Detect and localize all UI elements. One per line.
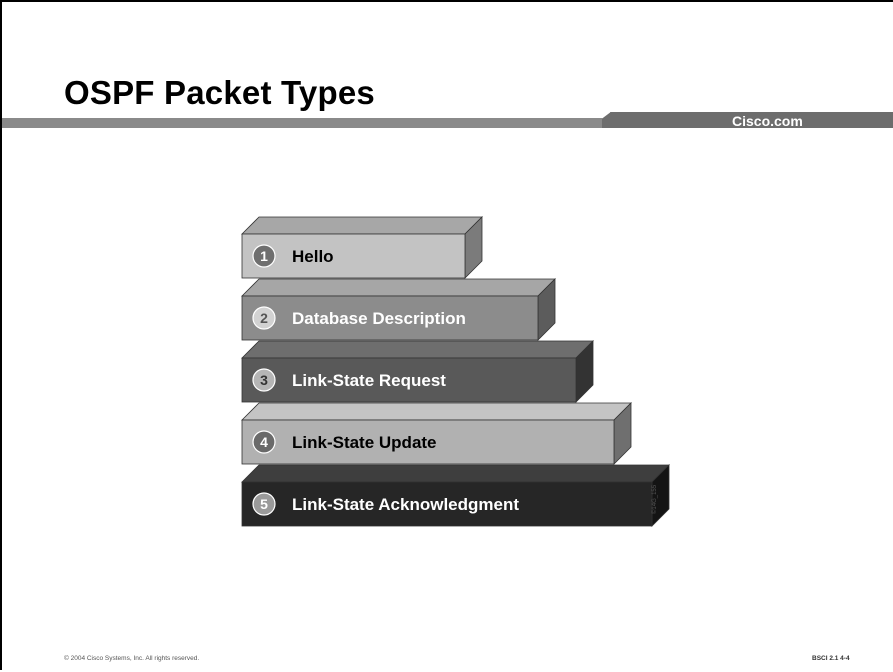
figure-code: ©14G_155 (652, 484, 658, 514)
block-front-face (241, 233, 466, 279)
packet-type-block-2: 2 Database Description (241, 278, 556, 341)
block-top-face (241, 340, 594, 359)
packet-type-label: Hello (292, 247, 334, 266)
packet-type-block-4: 4 Link-State Update (241, 402, 632, 465)
packet-type-label: Link-State Request (292, 371, 446, 390)
packet-type-label: Link-State Acknowledgment (292, 495, 519, 514)
packet-type-label: Database Description (292, 309, 466, 328)
step-number-badge (252, 244, 276, 268)
header-bar (2, 111, 893, 128)
packet-type-label: Link-State Update (292, 433, 437, 452)
block-top-face (241, 216, 483, 235)
step-number-badge (252, 430, 276, 454)
cisco-brand-label: Cisco.com (732, 113, 803, 129)
packet-type-block-3: 3 Link-State Request (241, 340, 594, 403)
step-number: 2 (260, 310, 268, 326)
block-front-face (241, 295, 539, 341)
step-number: 5 (260, 496, 268, 512)
step-number-badge (252, 492, 276, 516)
step-number: 1 (260, 248, 268, 264)
packet-type-block-5: 5 Link-State Acknowledgment (241, 464, 670, 527)
course-page-footer: BSCI 2.1 4-4 (812, 655, 850, 662)
step-number: 4 (260, 434, 268, 450)
block-top-face (241, 464, 670, 483)
slide-title: OSPF Packet Types (64, 74, 375, 111)
copyright-footer: © 2004 Cisco Systems, Inc. All rights re… (64, 655, 200, 662)
step-number-badge (252, 306, 276, 330)
block-top-face (241, 278, 556, 297)
step-number-badge (252, 368, 276, 392)
step-number: 3 (260, 372, 268, 388)
block-front-face (241, 357, 577, 403)
block-top-face (241, 402, 632, 421)
packet-type-block-1: 1 Hello (241, 216, 483, 279)
block-front-face (241, 419, 615, 465)
block-front-face (241, 481, 653, 527)
